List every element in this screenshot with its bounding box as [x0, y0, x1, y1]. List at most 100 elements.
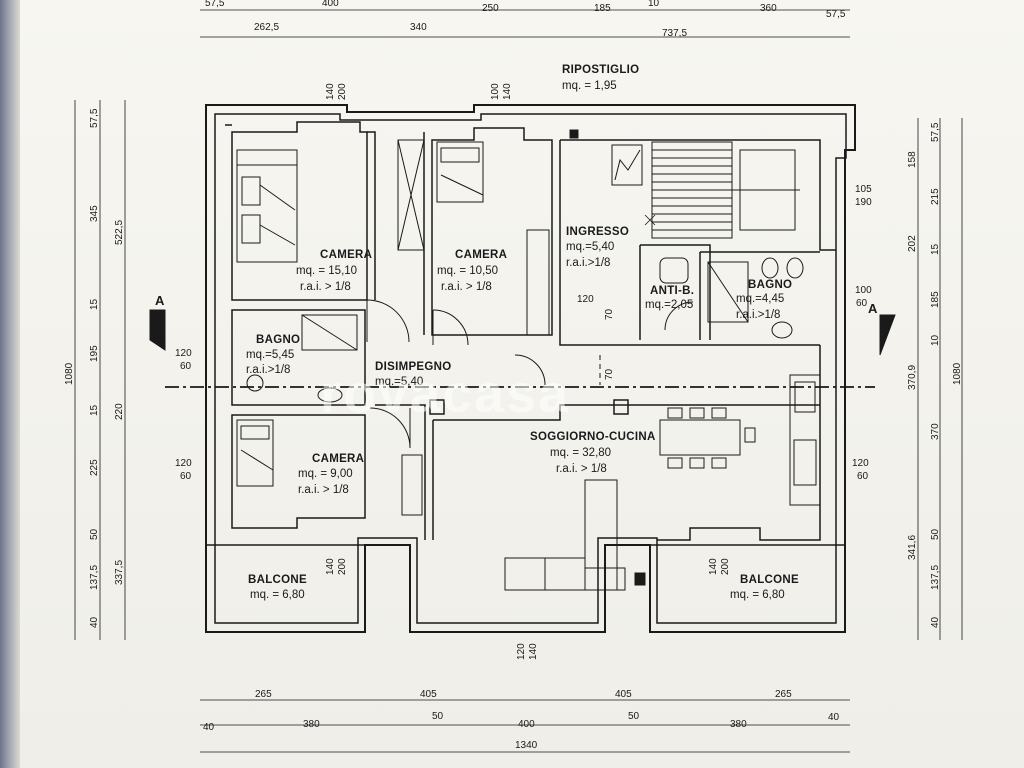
svg-text:60: 60: [180, 361, 192, 372]
room-camera-1: CAMERA mq. = 15,10 r.a.i. > 1/8: [296, 249, 372, 293]
svg-text:57,5: 57,5: [930, 122, 941, 142]
svg-text:250: 250: [482, 3, 499, 14]
svg-text:40: 40: [89, 616, 100, 628]
svg-text:140: 140: [708, 558, 719, 575]
svg-text:CAMERA: CAMERA: [455, 249, 507, 261]
dimensions-bottom: 265 405 405 265 40 380 50 400 50 380 40 …: [203, 689, 840, 751]
svg-text:140: 140: [528, 643, 539, 660]
room-balcone-1: BALCONE mq. = 6,80: [248, 574, 307, 601]
svg-text:60: 60: [180, 471, 192, 482]
svg-text:BAGNO: BAGNO: [748, 279, 792, 291]
svg-text:70: 70: [604, 308, 615, 320]
svg-text:ANTI-B.: ANTI-B.: [650, 285, 694, 297]
doors: [366, 214, 694, 449]
svg-text:340: 340: [410, 22, 427, 33]
svg-text:265: 265: [775, 689, 792, 700]
svg-text:50: 50: [628, 711, 640, 722]
svg-text:202: 202: [907, 235, 918, 252]
svg-text:RIPOSTIGLIO: RIPOSTIGLIO: [562, 64, 639, 76]
svg-text:mq.=4,45: mq.=4,45: [736, 293, 784, 305]
room-ripostiglio: RIPOSTIGLIO mq. = 1,95: [562, 64, 639, 92]
svg-text:200: 200: [337, 83, 348, 100]
svg-text:50: 50: [432, 711, 444, 722]
dimensions-top: 57,5 400 250 185 10 360 57,5 262,5 340 7…: [205, 0, 846, 39]
svg-text:57,5: 57,5: [826, 9, 846, 20]
svg-text:190: 190: [855, 197, 872, 208]
svg-text:50: 50: [89, 528, 100, 540]
binder-edge: [0, 0, 20, 768]
svg-text:40: 40: [930, 616, 941, 628]
svg-text:40: 40: [828, 712, 840, 723]
svg-text:BALCONE: BALCONE: [248, 574, 307, 586]
svg-text:BAGNO: BAGNO: [256, 334, 300, 346]
svg-text:522,5: 522,5: [114, 220, 125, 245]
svg-text:225: 225: [89, 459, 100, 476]
svg-text:10: 10: [648, 0, 660, 9]
room-ingresso: INGRESSO mq.=5,40 r.a.i.>1/8: [566, 226, 629, 269]
svg-text:15: 15: [930, 243, 941, 255]
svg-text:120: 120: [852, 458, 869, 469]
svg-text:737,5: 737,5: [662, 28, 687, 39]
svg-text:120: 120: [175, 458, 192, 469]
room-balcone-2: BALCONE mq. = 6,80: [730, 574, 799, 601]
svg-text:158: 158: [907, 151, 918, 168]
svg-text:137,5: 137,5: [930, 565, 941, 590]
svg-text:265: 265: [255, 689, 272, 700]
section-arrow-right: [879, 314, 896, 356]
svg-text:40: 40: [203, 722, 215, 733]
svg-text:360: 360: [760, 3, 777, 14]
svg-text:50: 50: [930, 528, 941, 540]
svg-text:185: 185: [594, 3, 611, 14]
section-label-left: A: [155, 293, 165, 308]
svg-text:mq. = 15,10: mq. = 15,10: [296, 265, 357, 277]
svg-text:120: 120: [577, 294, 594, 305]
svg-text:r.a.i.>1/8: r.a.i.>1/8: [566, 257, 610, 269]
room-bagno-2: BAGNO mq.=5,45 r.a.i.>1/8: [246, 334, 300, 376]
svg-text:380: 380: [303, 719, 320, 730]
svg-text:SOGGIORNO-CUCINA: SOGGIORNO-CUCINA: [530, 431, 656, 443]
svg-text:mq. = 32,80: mq. = 32,80: [550, 447, 611, 459]
svg-text:mq. = 6,80: mq. = 6,80: [250, 589, 305, 601]
svg-text:140: 140: [325, 83, 336, 100]
svg-text:137,5: 137,5: [89, 565, 100, 590]
svg-text:57,5: 57,5: [205, 0, 225, 9]
svg-text:57,5: 57,5: [89, 108, 100, 128]
svg-text:r.a.i. > 1/8: r.a.i. > 1/8: [441, 281, 492, 293]
svg-text:mq.=5,45: mq.=5,45: [246, 349, 294, 361]
svg-text:mq.=2,05: mq.=2,05: [645, 299, 693, 311]
furniture: [236, 129, 821, 591]
section-label-right: A: [868, 301, 878, 316]
watermark: rovacasa: [320, 364, 570, 424]
svg-text:r.a.i.>1/8: r.a.i.>1/8: [246, 364, 290, 376]
svg-text:345: 345: [89, 205, 100, 222]
room-camera-3: CAMERA mq. = 9,00 r.a.i. > 1/8: [298, 453, 364, 496]
svg-text:70: 70: [604, 368, 615, 380]
svg-text:400: 400: [518, 719, 535, 730]
dimension-lines: [74, 9, 963, 753]
room-soggiorno-cucina: SOGGIORNO-CUCINA mq. = 32,80 r.a.i. > 1/…: [530, 431, 656, 475]
svg-text:mq. = 9,00: mq. = 9,00: [298, 468, 353, 480]
svg-text:405: 405: [615, 689, 632, 700]
column-left: [429, 399, 445, 415]
svg-text:mq.=5,40: mq.=5,40: [566, 241, 614, 253]
room-bagno-1: BAGNO mq.=4,45 r.a.i.>1/8: [736, 279, 792, 321]
svg-text:INGRESSO: INGRESSO: [566, 226, 629, 238]
svg-text:10: 10: [930, 334, 941, 346]
svg-text:15: 15: [89, 298, 100, 310]
svg-text:341,6: 341,6: [907, 535, 918, 560]
svg-text:200: 200: [337, 558, 348, 575]
svg-text:mq. = 1,95: mq. = 1,95: [562, 80, 617, 92]
room-anti-bagno: ANTI-B. mq.=2,05: [645, 285, 694, 311]
svg-text:195: 195: [89, 345, 100, 362]
room-disimpegno: DISIMPEGNO mq.=5,40: [375, 361, 451, 388]
svg-text:CAMERA: CAMERA: [320, 249, 372, 261]
window-dimensions: 140 200 100 140 120 60 105 190 100 60 12…: [175, 83, 872, 660]
staircase: [651, 141, 800, 239]
svg-text:60: 60: [857, 471, 869, 482]
svg-text:1080: 1080: [64, 362, 75, 385]
svg-text:1340: 1340: [515, 740, 538, 751]
svg-text:100: 100: [855, 285, 872, 296]
svg-text:220: 220: [114, 403, 125, 420]
